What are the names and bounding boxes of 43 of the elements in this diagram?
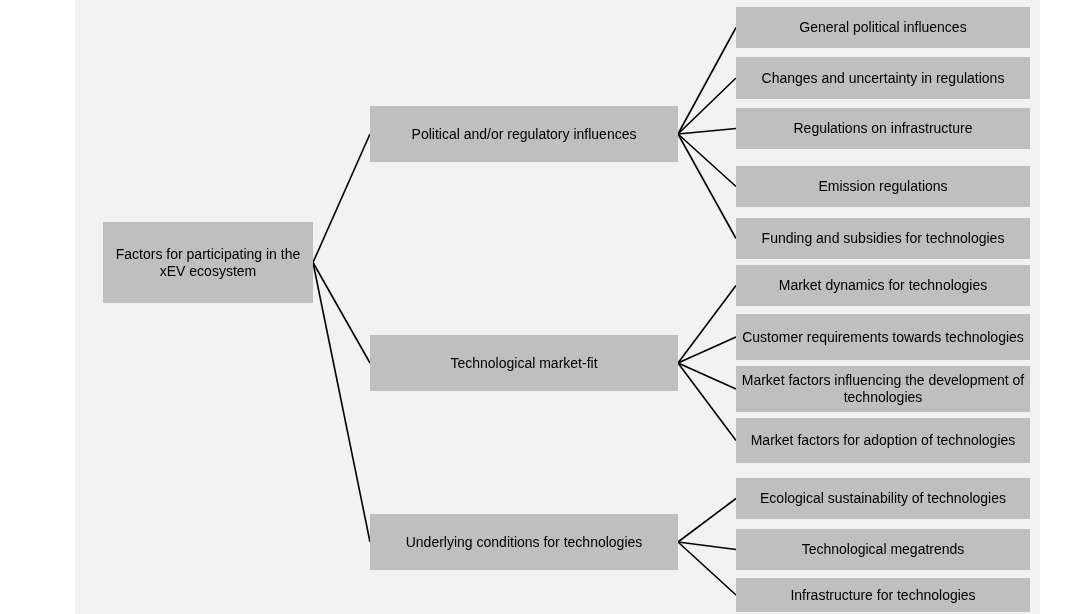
factor-label: Underlying conditions for technologies <box>405 533 643 551</box>
connector-line <box>677 77 737 135</box>
factor-box <box>736 108 1030 149</box>
factor-label: Market factors influencing the development of technologies <box>740 372 1026 406</box>
factor-box <box>736 265 1030 306</box>
factor-box <box>736 578 1030 612</box>
factor-label: Regulations on infrastructure <box>793 120 973 137</box>
connector-line <box>677 497 737 543</box>
factor-label: Technological megatrends <box>801 541 965 558</box>
factor-box <box>736 57 1030 99</box>
connector-line <box>312 261 371 364</box>
factor-box <box>736 418 1030 463</box>
factor-label: Market dynamics for technologies <box>778 277 988 294</box>
factor-box <box>370 106 678 162</box>
factor-label: Funding and subsidies for technologies <box>761 230 1005 247</box>
connector-line <box>677 127 737 135</box>
connector-line <box>677 336 737 364</box>
factor-box <box>370 514 678 570</box>
factor-label: Market factors for adoption of technologies <box>750 432 1016 449</box>
factor-label: Ecological sustainability of technologies <box>760 490 1006 507</box>
connector-line <box>677 284 737 364</box>
factor-box <box>736 166 1030 207</box>
factor-box <box>370 335 678 391</box>
connector-line <box>677 362 737 442</box>
factor-label: Emission regulations <box>818 178 948 195</box>
factor-box <box>103 222 313 303</box>
factor-label: Changes and uncertainty in regulations <box>761 69 1005 87</box>
factor-box <box>736 366 1030 412</box>
factor-label: Factors for participating in the xEV ecosystem <box>114 245 302 280</box>
factor-box <box>736 529 1030 570</box>
factor-label: Technological market-fit <box>450 354 598 372</box>
factor-box <box>736 218 1030 259</box>
connector-line <box>677 541 737 596</box>
factor-box <box>736 314 1030 360</box>
factor-label: General political influences <box>799 19 967 36</box>
factor-label: Customer requirements towards technologies <box>742 328 1024 346</box>
connector-line <box>677 541 737 551</box>
factor-box <box>736 7 1030 48</box>
connector-line <box>677 362 737 390</box>
factor-label: Infrastructure for technologies <box>790 586 976 604</box>
factor-box <box>736 478 1030 519</box>
factor-label: Political and/or regulatory influences <box>411 125 637 143</box>
connector-line <box>677 133 737 188</box>
